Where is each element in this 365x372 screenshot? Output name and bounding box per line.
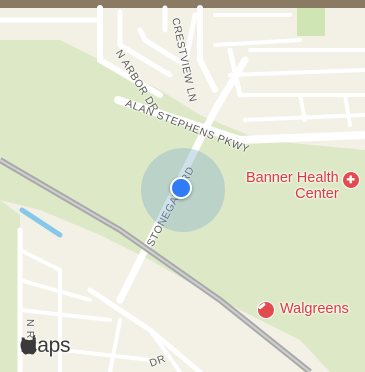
maps-watermark: Maps bbox=[20, 334, 70, 358]
current-location-accuracy bbox=[141, 148, 225, 232]
apple-logo-icon bbox=[20, 334, 37, 355]
pharmacy-capsule-icon bbox=[257, 301, 275, 319]
park-patch bbox=[297, 8, 325, 36]
railway-inner bbox=[0, 159, 311, 372]
water-canal bbox=[19, 207, 63, 238]
poi-banner-health-label: Banner Health Center bbox=[246, 170, 339, 202]
park-area bbox=[0, 40, 365, 372]
poi-walgreens-label: Walgreens bbox=[280, 301, 349, 317]
medical-cross-icon: ✚ bbox=[341, 171, 360, 189]
park-strip bbox=[0, 200, 20, 372]
poi-banner-health-center[interactable]: Banner Health Center ✚ bbox=[246, 170, 360, 202]
residential-roads-bottom bbox=[17, 227, 203, 372]
poi-walgreens[interactable]: Walgreens bbox=[257, 301, 349, 319]
terrain-strip bbox=[0, 0, 365, 8]
alan-stephens-pkwy-road bbox=[114, 96, 365, 145]
current-location-dot[interactable] bbox=[170, 177, 192, 199]
